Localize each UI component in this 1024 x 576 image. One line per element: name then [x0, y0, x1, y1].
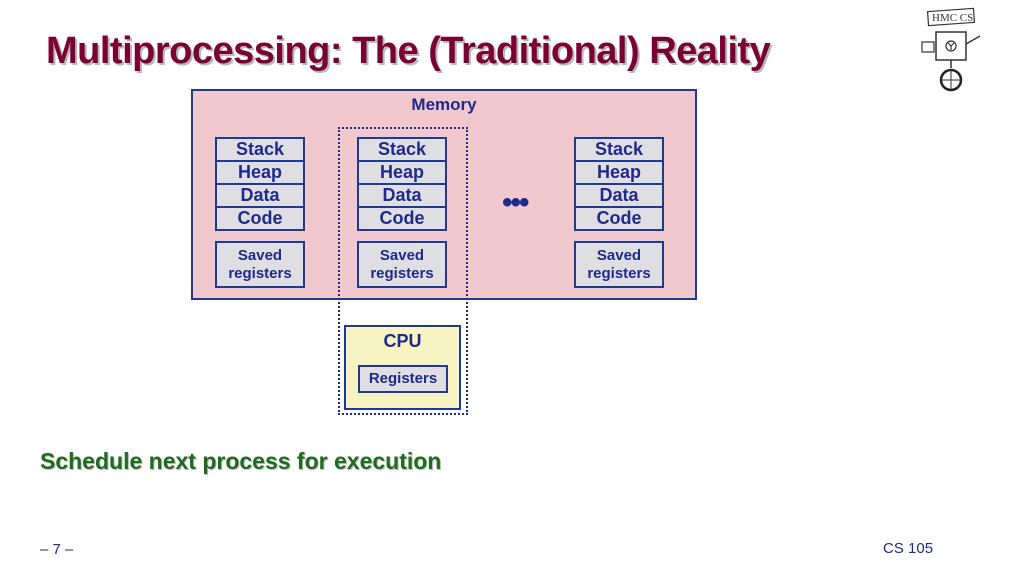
data-segment: Data — [215, 185, 305, 208]
stack-segment: Stack — [357, 137, 447, 162]
process-1-saved-registers: Saved registers — [215, 241, 305, 288]
process-3-address-space: Stack Heap Data Code — [574, 137, 664, 231]
cpu-label: CPU — [383, 331, 422, 351]
code-segment: Code — [357, 208, 447, 231]
heap-segment: Heap — [215, 162, 305, 185]
bullet-text: Schedule next process for execution — [40, 448, 442, 474]
heap-segment: Heap — [357, 162, 447, 185]
page-number: – 7 – — [40, 541, 74, 558]
current-process-outline — [338, 127, 468, 415]
stack-segment: Stack — [574, 137, 664, 162]
process-3-saved-registers: Saved registers — [574, 241, 664, 288]
hmc-cs-logo: HMC CS — [921, 7, 981, 92]
heap-segment: Heap — [574, 162, 664, 185]
code-segment: Code — [215, 208, 305, 231]
code-segment: Code — [574, 208, 664, 231]
course-label: CS 105 — [883, 540, 934, 557]
ellipsis: ••• — [502, 186, 529, 219]
process-2-address-space: Stack Heap Data Code — [357, 137, 447, 231]
stack-segment: Stack — [215, 137, 305, 162]
slide-title: Multiprocessing: The (Traditional) Reali… — [46, 30, 771, 72]
process-1-address-space: Stack Heap Data Code — [215, 137, 305, 231]
data-segment: Data — [357, 185, 447, 208]
cpu-registers: Registers — [358, 365, 448, 393]
logo-text: HMC CS — [932, 12, 973, 24]
process-2-saved-registers: Saved registers — [357, 241, 447, 288]
data-segment: Data — [574, 185, 664, 208]
memory-label: Memory — [411, 95, 477, 114]
cpu-box: CPU Registers — [344, 325, 461, 410]
